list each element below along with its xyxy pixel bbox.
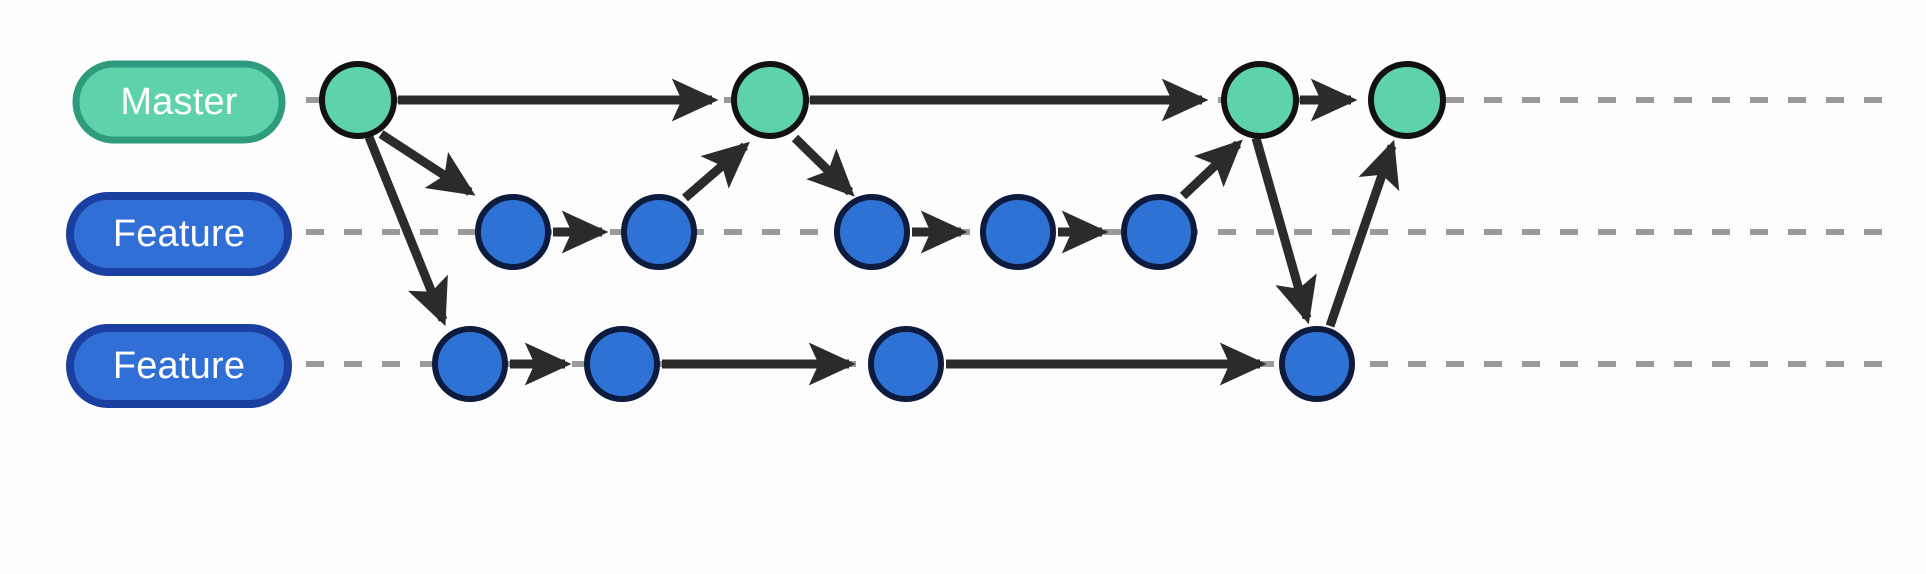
commit-node-m1[interactable]: [319, 61, 397, 139]
edge-a5-m3: [1179, 139, 1243, 200]
commit-node-b4[interactable]: [1279, 326, 1355, 402]
edges: [364, 78, 1400, 386]
commit-nodes: [319, 61, 1446, 402]
edge-b4-m4: [1325, 139, 1400, 328]
commit-node-m2[interactable]: [731, 61, 809, 139]
branch-pill-master-label: Master: [120, 81, 237, 123]
branch-pill-feature-1[interactable]: Feature: [66, 192, 292, 276]
commit-node-b1[interactable]: [432, 326, 508, 402]
commit-node-m4[interactable]: [1368, 61, 1446, 139]
branch-pill-feature-1-label: Feature: [113, 213, 245, 255]
branch-pill-master[interactable]: Master: [72, 60, 286, 144]
branch-pill-feature-2-label: Feature: [113, 345, 245, 387]
commit-node-a2[interactable]: [621, 194, 697, 270]
commit-node-a5[interactable]: [1121, 194, 1197, 270]
commit-node-a4[interactable]: [980, 194, 1056, 270]
edge-m1-b1: [364, 135, 448, 327]
branch-pill-feature-1-shape: [66, 192, 292, 276]
edge-a2-m2: [682, 141, 750, 202]
branch-pill-feature-2[interactable]: Feature: [66, 324, 292, 408]
commit-node-m3[interactable]: [1221, 61, 1299, 139]
commit-node-a1[interactable]: [475, 194, 551, 270]
commit-node-a3[interactable]: [834, 194, 910, 270]
branch-pill-feature-2-shape: [66, 324, 292, 408]
edge-m2-a3: [791, 134, 855, 197]
edge-m1-a1: [378, 130, 476, 196]
edge-m3-b4: [1251, 136, 1317, 325]
commit-node-b3[interactable]: [868, 326, 944, 402]
branch-pill-master-shape: [72, 60, 286, 144]
commit-node-b2[interactable]: [584, 326, 660, 402]
branch-labels: Master Feature Feature: [66, 60, 292, 408]
